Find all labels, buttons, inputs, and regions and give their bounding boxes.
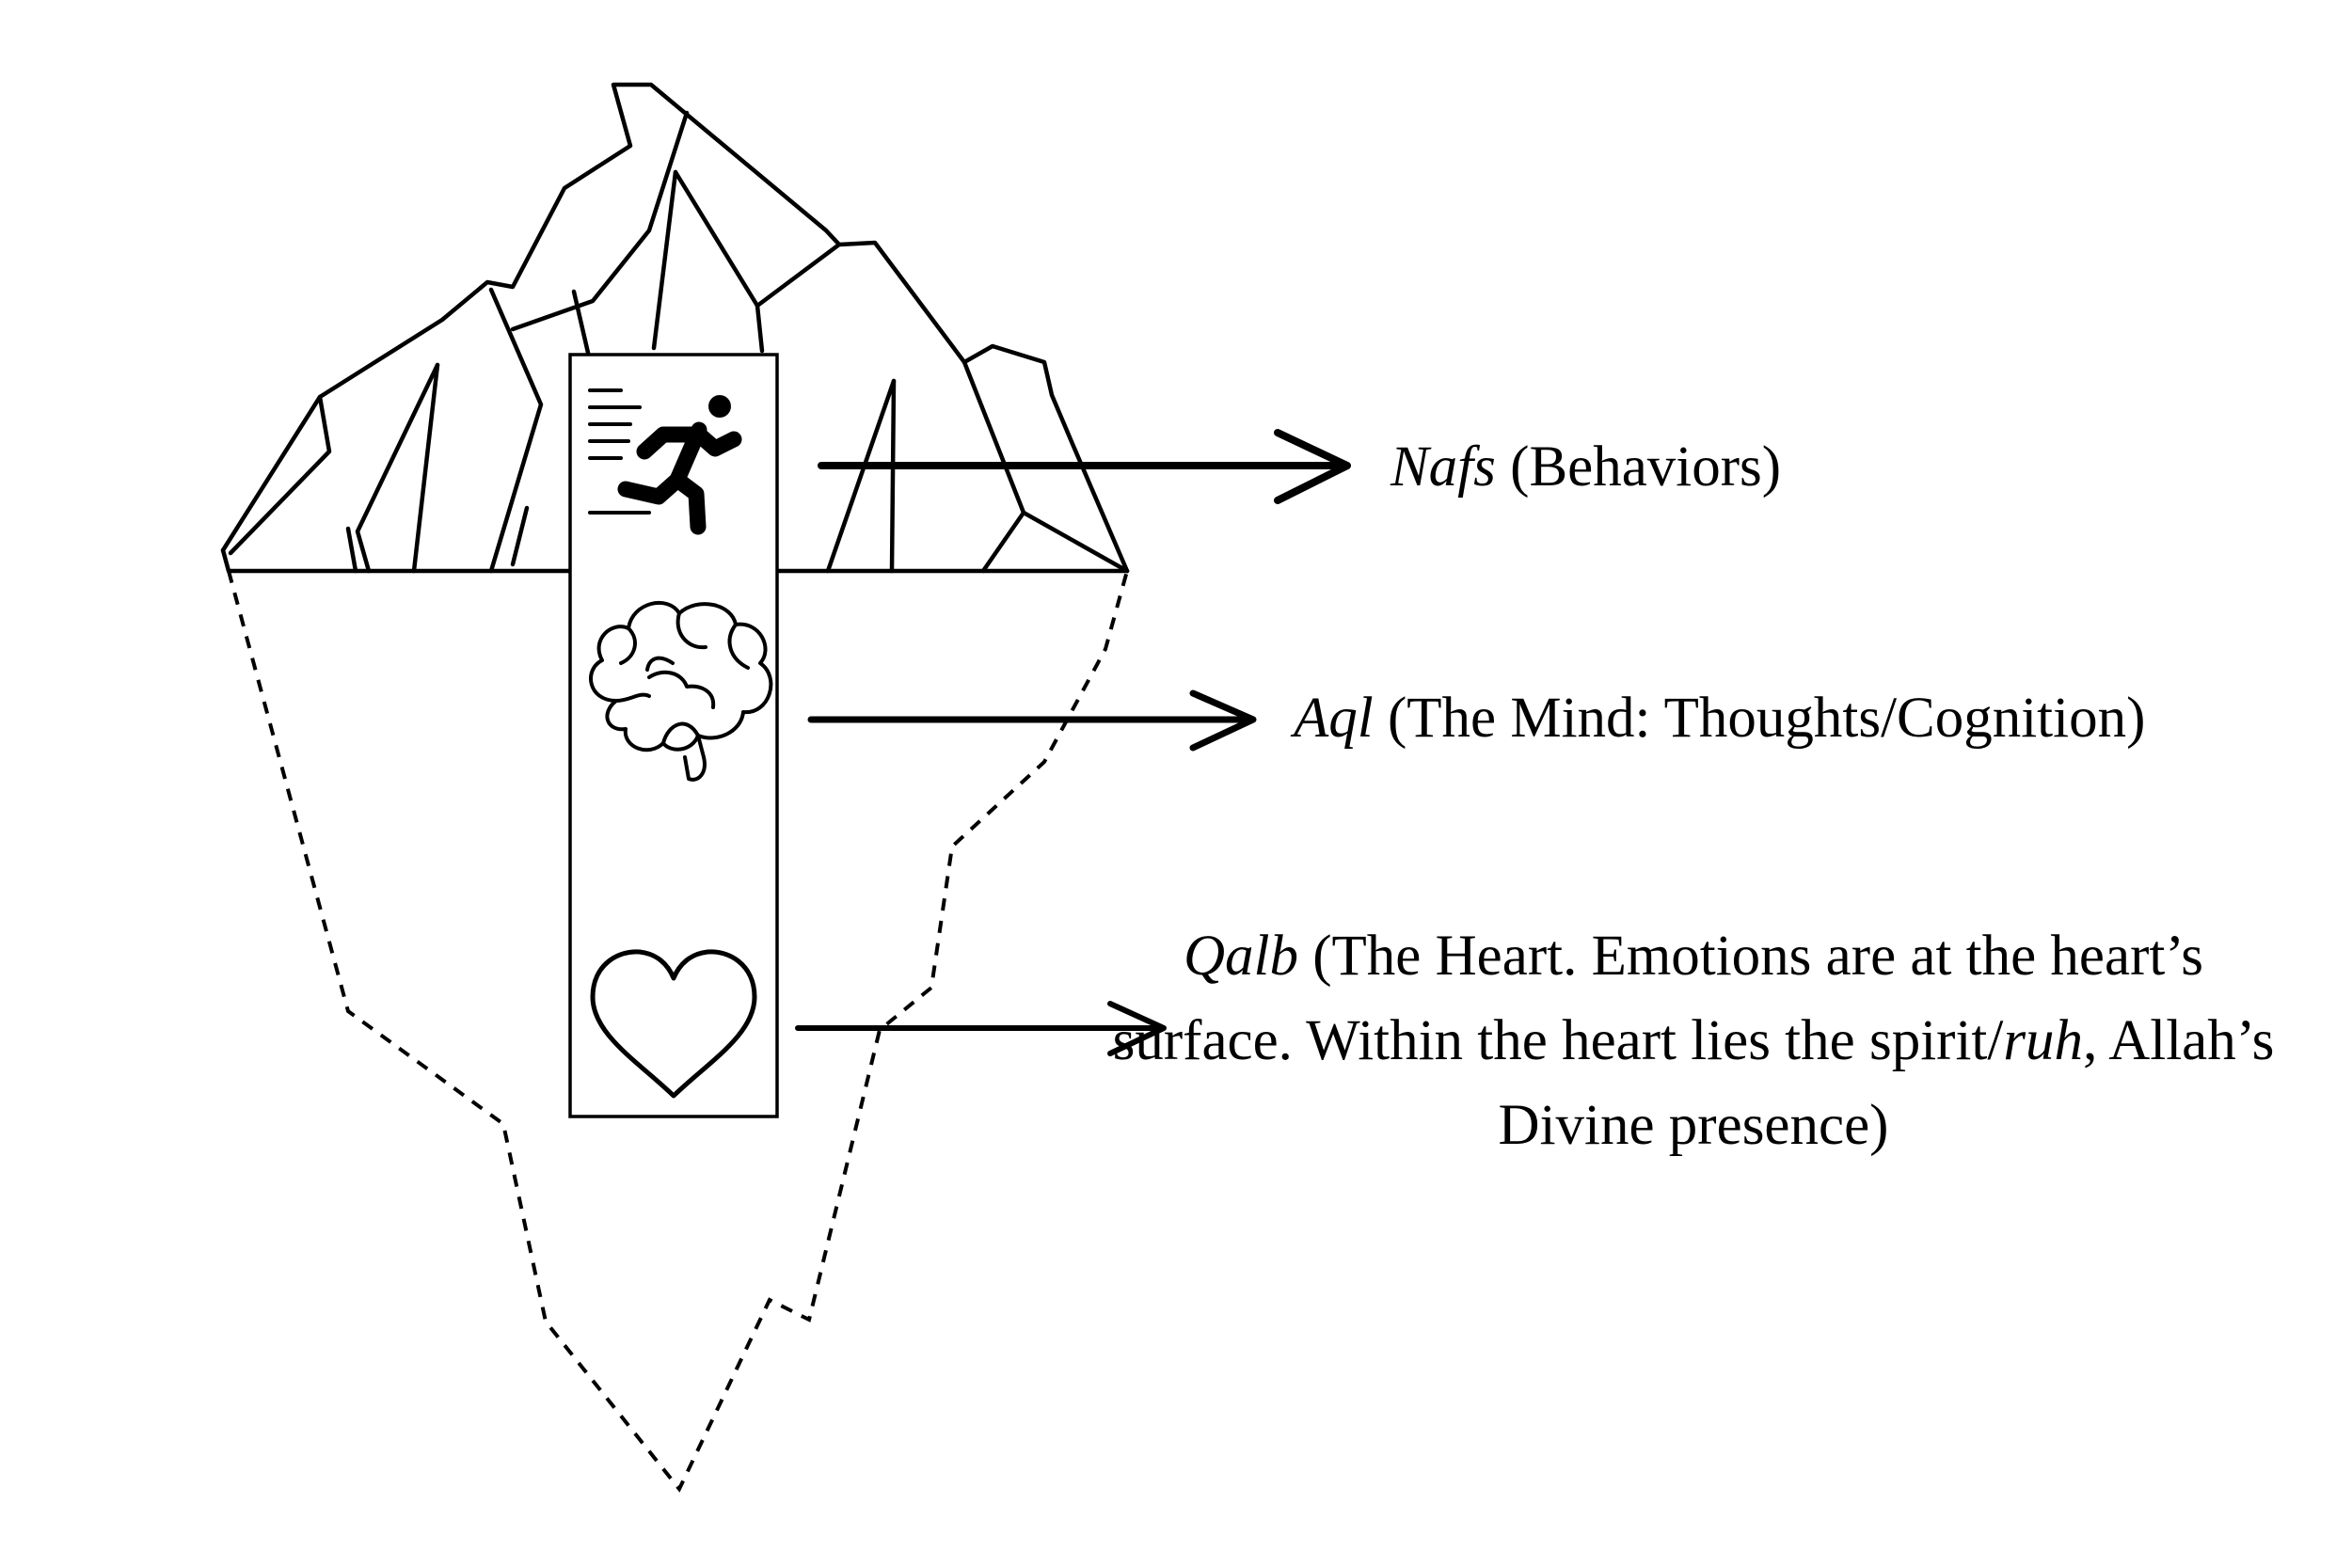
running-person-icon: [588, 388, 742, 535]
label-aql-term: Aql: [1294, 687, 1374, 750]
arrow-nafs: [818, 429, 1351, 504]
arrow-aql: [807, 689, 1257, 752]
label-qalb-ruh: ruh: [2003, 1009, 2084, 1072]
label-aql: Aql (The Mind: Thoughts/Cognition): [1294, 676, 2145, 761]
label-qalb-desc-2: , Allah’s Divine presence): [1498, 1009, 2275, 1157]
label-nafs: Nafs (Behaviors): [1391, 425, 1781, 510]
iceberg-underwater-outline: [227, 570, 1129, 1493]
arrow-qalb: [795, 1001, 1167, 1056]
label-qalb-term: Qalb: [1183, 925, 1298, 988]
label-nafs-term: Nafs: [1391, 436, 1496, 499]
label-nafs-desc: (Behaviors): [1495, 436, 1782, 499]
iceberg-tip: [220, 82, 1130, 574]
label-qalb-desc-1: (The Heart. Emotions are at the heart’s …: [1112, 925, 2204, 1072]
heart-icon: [590, 949, 757, 1099]
label-qalb: Qalb (The Heart. Emotions are at the hea…: [1091, 914, 2296, 1168]
label-aql-desc: (The Mind: Thoughts/Cognition): [1373, 687, 2146, 750]
brain-icon: [589, 600, 773, 782]
